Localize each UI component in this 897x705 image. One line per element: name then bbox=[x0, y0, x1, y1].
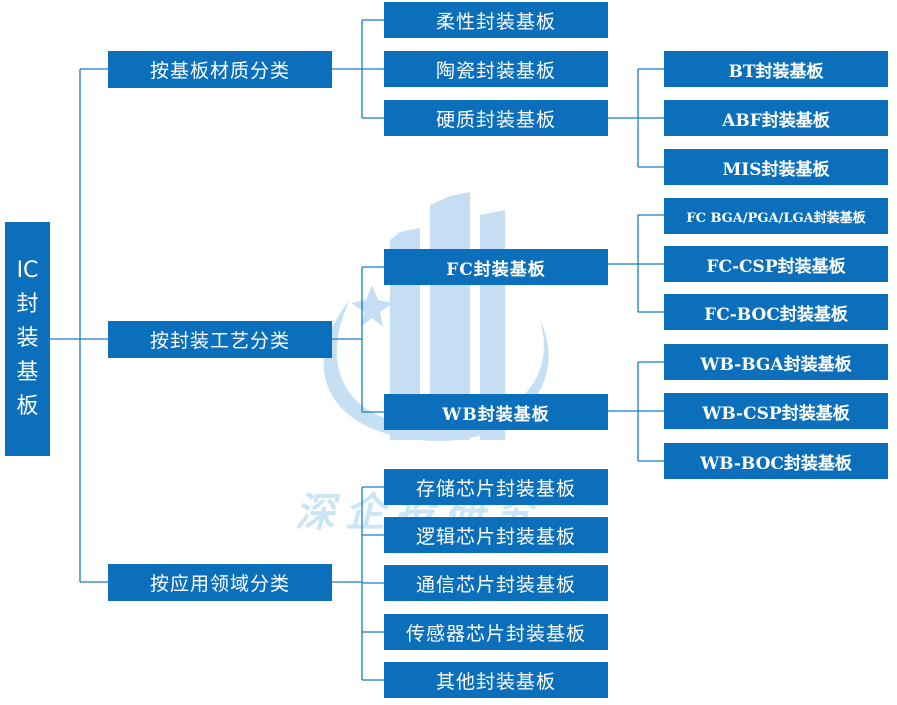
node-memory-chip-substrate: 存储芯片封装基板 bbox=[384, 469, 608, 505]
node-label: WB-BGA封装基板 bbox=[700, 354, 852, 375]
node-comm-chip-substrate: 通信芯片封装基板 bbox=[384, 565, 608, 601]
node-rigid-substrate: 硬质封装基板 bbox=[384, 100, 608, 136]
category-material-label: 按基板材质分类 bbox=[149, 60, 290, 82]
node-flexible-substrate: 柔性封装基板 bbox=[384, 2, 608, 38]
node-label: 传感器芯片封装基板 bbox=[405, 622, 586, 645]
node-abf-substrate: ABF封装基板 bbox=[664, 100, 888, 136]
node-label: FC-CSP封装基板 bbox=[706, 256, 846, 277]
node-label: FC-BOC封装基板 bbox=[704, 304, 848, 325]
node-fc-substrate: FC封装基板 bbox=[384, 249, 608, 285]
node-label: 其他封装基板 bbox=[435, 670, 556, 693]
node-label: WB-CSP封装基板 bbox=[702, 403, 850, 424]
node-mis-substrate: MIS封装基板 bbox=[664, 149, 888, 185]
node-label: ABF封装基板 bbox=[722, 110, 830, 131]
node-label: 陶瓷封装基板 bbox=[435, 59, 556, 82]
node-label: 通信芯片封装基板 bbox=[415, 573, 576, 596]
node-label: BT封装基板 bbox=[728, 61, 824, 82]
node-wb-boc: WB-BOC封装基板 bbox=[664, 443, 888, 479]
node-other-substrate: 其他封装基板 bbox=[384, 662, 608, 698]
root-node-label: IC封装基板 bbox=[16, 258, 39, 419]
category-material: 按基板材质分类 bbox=[108, 51, 332, 88]
node-label: FC封装基板 bbox=[446, 259, 546, 280]
node-label: WB-BOC封装基板 bbox=[700, 453, 852, 474]
category-application-label: 按应用领域分类 bbox=[149, 573, 290, 595]
node-wb-substrate: WB封装基板 bbox=[384, 394, 608, 430]
node-label: 存储芯片封装基板 bbox=[415, 477, 576, 500]
category-process-label: 按封装工艺分类 bbox=[149, 330, 290, 352]
node-wb-bga: WB-BGA封装基板 bbox=[664, 344, 888, 380]
node-label: 硬质封装基板 bbox=[435, 108, 556, 131]
node-label: FC BGA/PGA/LGA封装基板 bbox=[686, 210, 866, 226]
node-label: MIS封装基板 bbox=[722, 159, 830, 180]
node-label: WB封装基板 bbox=[442, 404, 550, 425]
node-logic-chip-substrate: 逻辑芯片封装基板 bbox=[384, 517, 608, 553]
node-bt-substrate: BT封装基板 bbox=[664, 51, 888, 87]
node-label: 柔性封装基板 bbox=[435, 10, 556, 33]
node-sensor-chip-substrate: 传感器芯片封装基板 bbox=[384, 614, 608, 650]
category-application: 按应用领域分类 bbox=[108, 564, 332, 601]
root-node: IC封装基板 bbox=[5, 222, 50, 456]
node-ceramic-substrate: 陶瓷封装基板 bbox=[384, 51, 608, 87]
node-label: 逻辑芯片封装基板 bbox=[415, 525, 576, 548]
node-wb-csp: WB-CSP封装基板 bbox=[664, 393, 888, 429]
node-fc-boc: FC-BOC封装基板 bbox=[664, 294, 888, 330]
watermark-star bbox=[351, 285, 393, 327]
node-fc-bga-pga-lga: FC BGA/PGA/LGA封装基板 bbox=[664, 198, 888, 234]
category-process: 按封装工艺分类 bbox=[108, 321, 332, 358]
node-fc-csp: FC-CSP封装基板 bbox=[664, 246, 888, 282]
